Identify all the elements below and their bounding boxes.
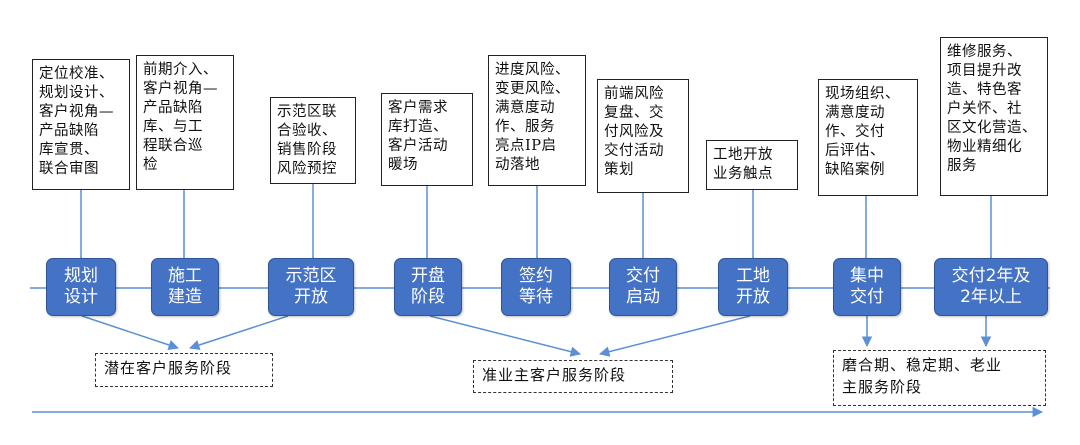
note-signing: 进度风险、 变更风险、 满意度动 作、服务 亮点IP启 动落地 [488,55,586,186]
note-delivery-start: 前端风险 复盘、交 付风险及 交付活动 策划 [597,79,689,193]
group-potential-customer: 潜在客户服务阶段 [95,353,273,387]
stage-site-open: 工地 开放 [718,258,788,316]
stage-launch: 开盘 阶段 [394,258,462,316]
stage-signing: 签约 等待 [501,258,571,316]
note-construction: 前期介入、 客户视角— 产品缺陷 库、与工 程联合巡 检 [136,55,234,190]
stage-delivery-start: 交付 启动 [609,258,677,316]
note-launch: 客户需求 库打造、 客户活动 暖场 [381,93,473,186]
note-post-delivery: 维修服务、 项目提升改 造、特色客 户关怀、社 区文化营造、 物业精细化 服务 [940,37,1048,196]
stage-central-delivery: 集中 交付 [833,258,901,316]
stage-two-years-after: 交付2年及 2年以上 [934,258,1048,316]
group-prospective-owner: 准业主客户服务阶段 [473,360,673,393]
note-showroom: 示范区联 合验收、 销售阶段 风险预控 [270,97,356,184]
note-planning: 定位校准、 规划设计、 客户视角— 产品缺陷 库宣贯、 联合审图 [32,59,130,190]
stage-showroom-open: 示范区 开放 [268,258,354,316]
note-site-open: 工地开放 业务触点 [706,140,798,190]
note-central-delivery: 现场组织、 满意度动 作、交付 后评估、 缺陷案例 [818,79,918,196]
stage-planning-design: 规划 设计 [46,258,116,316]
group-owner-service: 磨合期、稳定期、老业 主服务阶段 [833,350,1046,406]
stage-construction: 施工 建造 [151,258,219,316]
